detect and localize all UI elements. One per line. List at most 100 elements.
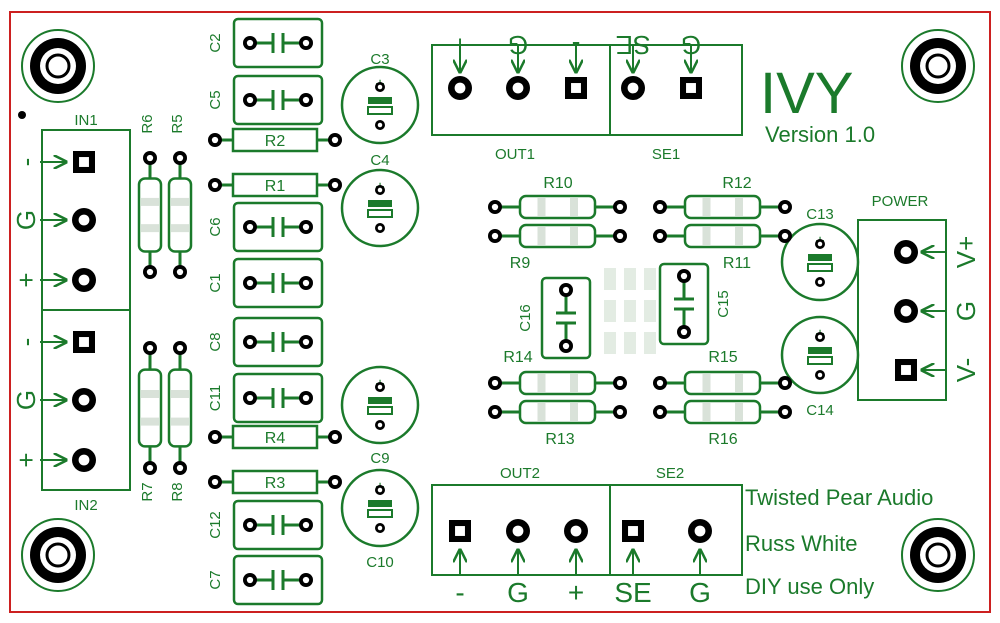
round-pad-icon xyxy=(243,391,257,405)
capacitor-c12: C12 xyxy=(207,499,324,551)
round-pad-icon xyxy=(173,151,187,165)
resistor-label: R14 xyxy=(503,349,532,366)
round-pad-icon xyxy=(894,299,918,323)
round-pad-icon xyxy=(778,200,792,214)
square-pad-icon xyxy=(73,331,95,353)
resistor-label: R16 xyxy=(708,431,737,448)
out2-pin-label: + xyxy=(568,577,584,608)
round-pad-icon xyxy=(815,332,825,342)
in-pin-label: - xyxy=(11,158,41,167)
resistor-r2: R2 xyxy=(208,127,342,153)
power-label: POWER xyxy=(872,193,929,210)
round-pad-icon xyxy=(299,220,313,234)
round-pad-icon xyxy=(299,93,313,107)
mounting-hole-icon xyxy=(21,518,95,592)
capacitor-c7: C7 xyxy=(207,554,324,606)
capacitor-label: C6 xyxy=(207,217,224,236)
round-pad-icon xyxy=(375,120,385,130)
round-pad-icon xyxy=(243,573,257,587)
round-pad-icon xyxy=(375,382,385,392)
round-pad-icon xyxy=(72,448,96,472)
round-pad-icon xyxy=(448,76,472,100)
capacitor-label: C2 xyxy=(207,33,224,52)
power-pin-label: V- xyxy=(951,358,981,383)
out2-label: OUT2 xyxy=(500,465,540,482)
electrolytic-c9: +C9 xyxy=(340,365,420,467)
round-pad-icon xyxy=(613,200,627,214)
round-pad-icon xyxy=(208,475,222,489)
capacitor-c2: C2 xyxy=(207,17,324,69)
square-pad-icon xyxy=(895,359,917,381)
resistor-label: R2 xyxy=(265,133,286,150)
resistor-label: R5 xyxy=(169,114,186,133)
round-pad-icon xyxy=(208,133,222,147)
resistor-label: R10 xyxy=(543,175,572,192)
capacitor-label: C15 xyxy=(715,290,732,318)
round-pad-icon xyxy=(506,519,530,543)
capacitor-label: C13 xyxy=(806,206,834,223)
round-pad-icon xyxy=(778,405,792,419)
electrolytic-c4: +C4 xyxy=(340,152,420,248)
capacitor-label: C8 xyxy=(207,332,224,351)
round-pad-icon xyxy=(488,229,502,243)
round-pad-icon xyxy=(815,239,825,249)
in-pin-label: - xyxy=(11,338,41,347)
round-pad-icon xyxy=(208,178,222,192)
electrolytic-c10: +C10 xyxy=(340,468,420,571)
resistor-r3: R3 xyxy=(208,469,342,495)
round-pad-icon xyxy=(143,265,157,279)
square-pad-icon xyxy=(449,520,471,542)
se1-pin-label: G xyxy=(681,30,701,60)
round-pad-icon xyxy=(72,388,96,412)
round-pad-icon xyxy=(328,475,342,489)
round-pad-icon xyxy=(653,200,667,214)
out1-pin-label: + xyxy=(452,30,467,60)
resistor-label: R12 xyxy=(722,175,751,192)
capacitor-label: C16 xyxy=(517,304,534,332)
capacitor-label: C5 xyxy=(207,90,224,109)
square-pad-icon xyxy=(622,520,644,542)
capacitor-label: C10 xyxy=(366,554,394,571)
board-outline xyxy=(9,11,991,613)
credit-line-3: DIY use Only xyxy=(745,574,874,599)
round-pad-icon xyxy=(488,200,502,214)
round-pad-icon xyxy=(173,341,187,355)
round-pad-icon xyxy=(375,82,385,92)
capacitor-label: C14 xyxy=(806,402,834,419)
resistor-r12: R12 xyxy=(653,175,792,220)
round-pad-icon xyxy=(894,240,918,264)
power-pin-label: G xyxy=(951,301,981,321)
round-pad-icon xyxy=(375,420,385,430)
round-pad-icon xyxy=(243,518,257,532)
capacitor-c1: C1 xyxy=(207,257,324,309)
resistor-label: R11 xyxy=(723,255,751,272)
round-pad-icon xyxy=(677,325,691,339)
resistor-r9: R9 xyxy=(488,223,627,272)
resistor-r4: R4 xyxy=(208,424,342,450)
resistor-label: R13 xyxy=(545,431,574,448)
resistor-r11: R11 xyxy=(653,223,792,272)
round-pad-icon xyxy=(677,269,691,283)
capacitor-label: C7 xyxy=(207,570,224,589)
resistor-r16: R16 xyxy=(653,399,792,448)
capacitor-c6: C6 xyxy=(207,201,324,253)
round-pad-icon xyxy=(815,277,825,287)
out1-pin-label: - xyxy=(572,30,581,60)
round-pad-icon xyxy=(815,370,825,380)
capacitor-label: C9 xyxy=(370,450,389,467)
round-pad-icon xyxy=(243,36,257,50)
round-pad-icon xyxy=(328,430,342,444)
out2-pin-label: - xyxy=(455,577,464,608)
round-pad-icon xyxy=(143,461,157,475)
board-version: Version 1.0 xyxy=(765,122,875,147)
in-pin-label: G xyxy=(11,390,41,410)
round-pad-icon xyxy=(299,335,313,349)
pin1-dot-icon xyxy=(18,111,26,119)
ic-ghost-footprint xyxy=(604,268,656,354)
power-pin-label: V+ xyxy=(951,236,981,269)
resistor-r5: R5 xyxy=(167,114,193,279)
round-pad-icon xyxy=(208,430,222,444)
out1-pin-label: G xyxy=(508,30,528,60)
out1-se1-connector-body xyxy=(431,44,743,136)
resistor-r7: R7 xyxy=(137,341,163,502)
